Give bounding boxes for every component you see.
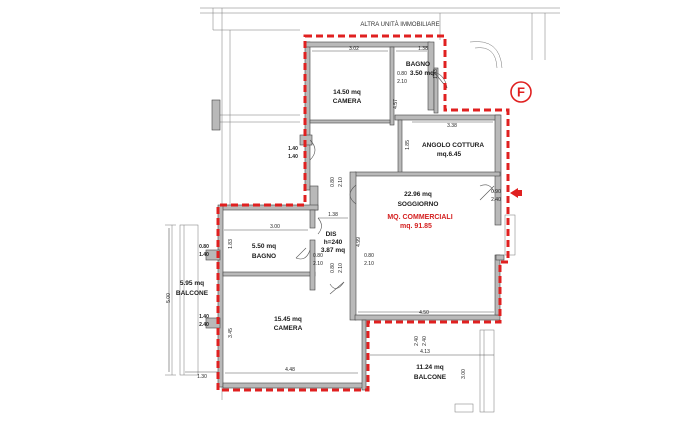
dim-win-camera-b-top: 1.40 — [199, 314, 209, 320]
bagno-left-area: 5.50 mq — [252, 243, 276, 250]
angolo-cottura-area: mq.6.45 — [437, 151, 462, 158]
neighbor-unit-label: ALTRA UNITÀ IMMOBILIARE — [360, 21, 439, 28]
balcone-bottom-area: 11.24 mq — [416, 364, 443, 371]
room-labels: 14.50 mq CAMERA BAGNO 3.50 mq ANGOLO COT… — [176, 61, 484, 381]
bagno-left-name: BAGNO — [252, 253, 276, 260]
dim-balcone-b-vert: 3.00 — [461, 369, 467, 379]
dim-door-c-top: 0.80 — [364, 253, 374, 259]
balcone-left-name: BALCONE — [176, 290, 209, 297]
dim-door-right-bot: 2.40 — [491, 197, 501, 203]
angolo-cottura-name: ANGOLO COTTURA — [422, 142, 484, 149]
dim-top-width-camera: 3.02 — [349, 46, 359, 52]
dim-balcone-left-width: 1.30 — [197, 374, 207, 380]
dim-door-bagno-l-bot: 2.10 — [313, 261, 323, 267]
dim-door-b-bot: 2.10 — [338, 263, 344, 273]
dimension-texts: 3.02 1.38 1.83 4.57 0.80 2.10 3.38 1.85 … — [166, 46, 501, 380]
commercial-value: mq. 91.85 — [400, 223, 432, 230]
dim-bagno-vert-left: 1.83 — [228, 239, 234, 249]
dim-balcone-b-width: 4.13 — [420, 349, 430, 355]
walls — [205, 41, 505, 391]
camera-bottom-name: CAMERA — [274, 325, 303, 332]
neighbor-structure — [165, 7, 560, 413]
balcone-bottom-name: BALCONE — [414, 374, 447, 381]
dim-soggiorno-vert: 4.99 — [356, 237, 362, 247]
dim-door-right-top: 0.90 — [491, 189, 501, 195]
dim-camera-b-width: 4.48 — [285, 367, 295, 373]
dis-area: 3.87 mq — [321, 247, 345, 254]
dim-win-camera-top: 1.40 — [288, 146, 298, 152]
dim-top-width-bagno: 1.38 — [418, 46, 428, 52]
dim-door-b-top: 0.80 — [330, 263, 336, 273]
bagno-top-name: BAGNO — [406, 61, 430, 68]
energy-class-badge: F — [510, 81, 532, 103]
dimension-lines — [168, 50, 494, 374]
dim-door-bagno-l-top: 0.80 — [313, 253, 323, 259]
dim-kitchen-vert: 1.85 — [405, 140, 411, 150]
dim-balcone-vert: 5.00 — [166, 293, 172, 303]
dim-balcone-door-bot: 2.40 — [422, 336, 428, 346]
balcone-left-area: 5.95 mq — [180, 280, 204, 287]
commercial-label: MQ. COMMERCIALI — [387, 214, 452, 221]
bagno-top-area: 3.50 mq — [410, 70, 434, 77]
camera-top-area: 14.50 mq — [333, 89, 361, 96]
dim-balcone-door-top: 2.40 — [414, 336, 420, 346]
dis-height: h=240 — [324, 239, 343, 246]
dim-bagno-width: 3.00 — [270, 224, 280, 230]
commercial-area-boundary — [216, 34, 510, 392]
dim-bagno-vert: 1.83 — [433, 69, 439, 79]
camera-top-name: CAMERA — [333, 98, 362, 105]
dim-win-camera-b-bot: 2.40 — [199, 322, 209, 328]
dim-door-c-bot: 2.10 — [364, 261, 374, 267]
entrance-arrow-icon — [510, 188, 518, 198]
dim-win-camera-bot: 1.40 — [288, 154, 298, 160]
soggiorno-area: 22.96 mq — [404, 191, 432, 198]
soggiorno-name: SOGGIORNO — [398, 201, 439, 208]
dim-win-bagno-top: 0.80 — [199, 244, 209, 250]
dim-door-a-bot: 2.10 — [338, 177, 344, 187]
dim-camera-b-vert: 3.45 — [228, 328, 234, 338]
door-swings — [295, 71, 495, 295]
badge-letter: F — [517, 85, 525, 100]
dim-soggiorno-width: 4.50 — [419, 310, 429, 316]
dis-name: DIS — [326, 231, 338, 238]
camera-bottom-area: 15.45 mq — [274, 316, 302, 323]
dim-door-a-top: 0.80 — [330, 177, 336, 187]
dim-door-bagno-top: 0.80 — [397, 71, 407, 77]
dim-win-bagno-bot: 1.40 — [199, 252, 209, 258]
dim-door-bagno-bot: 2.10 — [397, 79, 407, 85]
dim-dis-width: 1.38 — [328, 212, 338, 218]
dim-camera-vert: 4.57 — [393, 99, 399, 109]
dim-kitchen-width: 3.38 — [447, 123, 457, 129]
